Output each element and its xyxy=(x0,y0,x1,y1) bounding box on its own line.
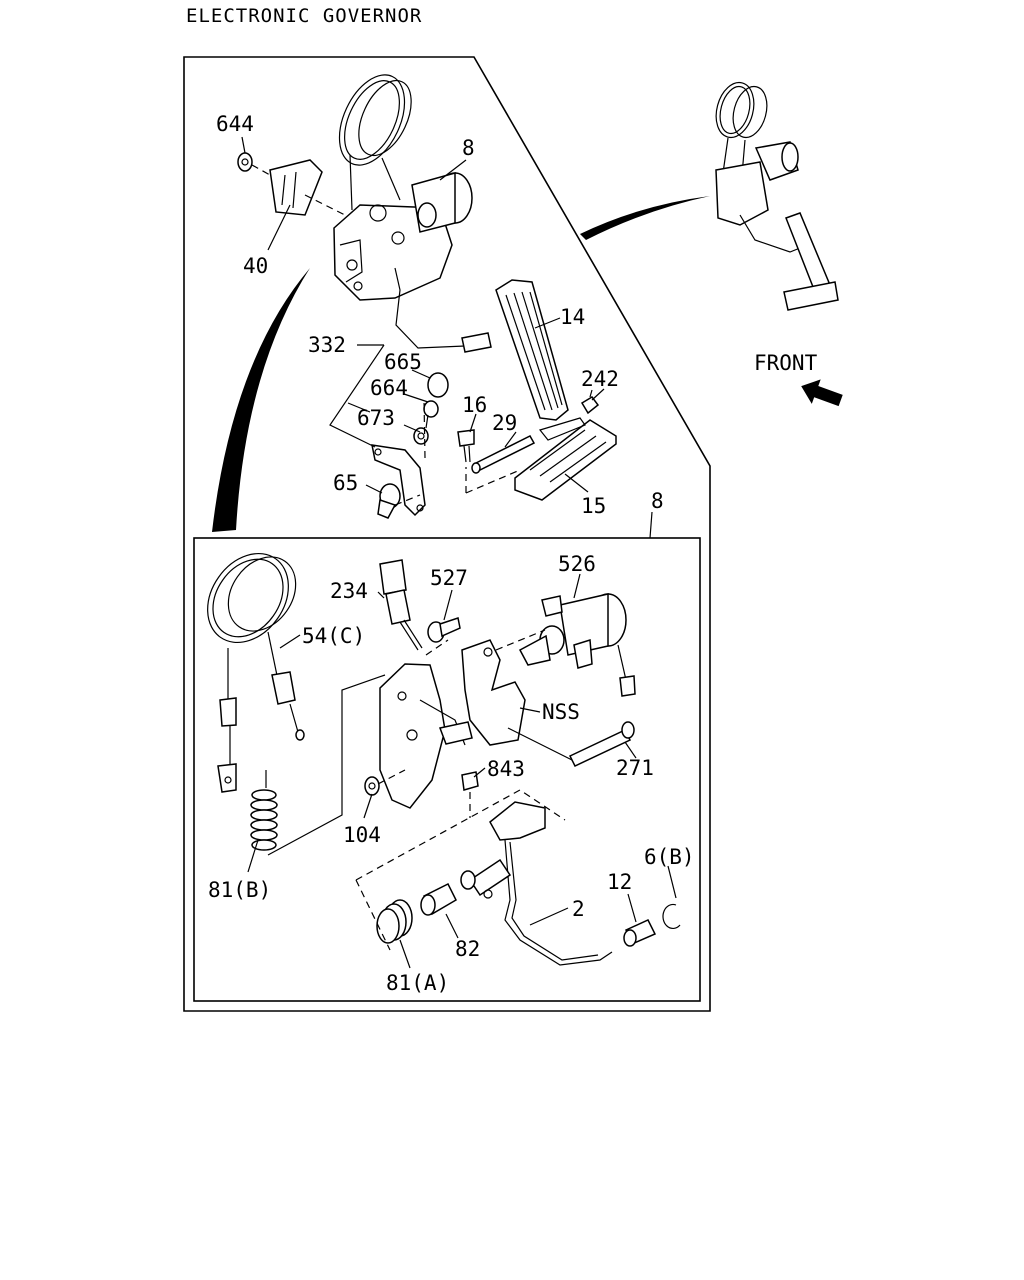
callout-nss: NSS xyxy=(542,700,580,724)
front-arrow-icon xyxy=(801,379,843,407)
callout-54c: 54(C) xyxy=(302,624,365,648)
callout-81b: 81(B) xyxy=(208,878,271,902)
part-82-bushing xyxy=(420,882,457,916)
callout-526: 526 xyxy=(558,552,596,576)
callout-664: 664 xyxy=(370,376,408,400)
callout-234: 234 xyxy=(330,579,368,603)
callout-665: 665 xyxy=(384,350,422,374)
diagram-title: ELECTRONIC GOVERNOR xyxy=(186,5,422,27)
governor-assembly-main xyxy=(333,74,492,353)
part-81a-spring xyxy=(376,899,413,944)
callout-12: 12 xyxy=(607,870,632,894)
part-nss-plate xyxy=(461,639,526,746)
part-14-pedal xyxy=(495,279,569,421)
callout-104: 104 xyxy=(343,823,381,847)
assembly-thumbnail xyxy=(715,81,839,311)
callout-6b: 6(B) xyxy=(644,845,695,869)
part-527-bolt xyxy=(427,617,461,643)
callout-673: 673 xyxy=(357,406,395,430)
part-234-sensor xyxy=(379,559,423,651)
callout-40: 40 xyxy=(243,254,268,278)
callout-16: 16 xyxy=(462,393,487,417)
part-665-cap xyxy=(427,372,449,398)
part-6b-clip xyxy=(662,903,681,930)
part-644-nut xyxy=(237,152,253,172)
part-16-bolt xyxy=(457,429,475,463)
callout-8-detail: 8 xyxy=(651,489,664,513)
part-843-screw xyxy=(461,771,479,791)
detail-box xyxy=(193,537,701,1002)
part-12-collar xyxy=(623,919,657,947)
governor-bracket xyxy=(379,663,473,809)
leader-lines xyxy=(241,136,677,969)
part-242-clip xyxy=(580,396,600,415)
callout-29: 29 xyxy=(492,411,517,435)
swoosh-arrow-left xyxy=(212,268,310,532)
part-54c-cable xyxy=(207,552,305,793)
part-664-screw xyxy=(423,400,439,429)
part-526-actuator xyxy=(518,593,636,697)
swoosh-arrow-top xyxy=(580,196,710,240)
callout-242: 242 xyxy=(581,367,619,391)
callout-15: 15 xyxy=(581,494,606,518)
callout-14: 14 xyxy=(560,305,585,329)
callout-644: 644 xyxy=(216,112,254,136)
part-40-sensor xyxy=(269,159,323,216)
outer-frame xyxy=(183,56,711,1012)
callout-82: 82 xyxy=(455,937,480,961)
callout-8-top: 8 xyxy=(462,136,475,160)
part-2-lever xyxy=(460,801,613,966)
callout-81a: 81(A) xyxy=(386,971,449,995)
part-332-bracket xyxy=(371,444,426,517)
front-label: FRONT xyxy=(754,351,818,375)
callout-65: 65 xyxy=(333,471,358,495)
callout-843: 843 xyxy=(487,757,525,781)
callout-527: 527 xyxy=(430,566,468,590)
part-271-bolt xyxy=(568,721,635,767)
callout-2: 2 xyxy=(572,897,585,921)
part-29-pin xyxy=(471,435,536,474)
part-15-pedal-base xyxy=(514,417,617,501)
callout-332: 332 xyxy=(308,333,346,357)
part-81b-spring xyxy=(250,789,278,851)
callout-271: 271 xyxy=(616,756,654,780)
part-65-switch xyxy=(377,483,401,519)
part-104-washer xyxy=(364,776,380,796)
